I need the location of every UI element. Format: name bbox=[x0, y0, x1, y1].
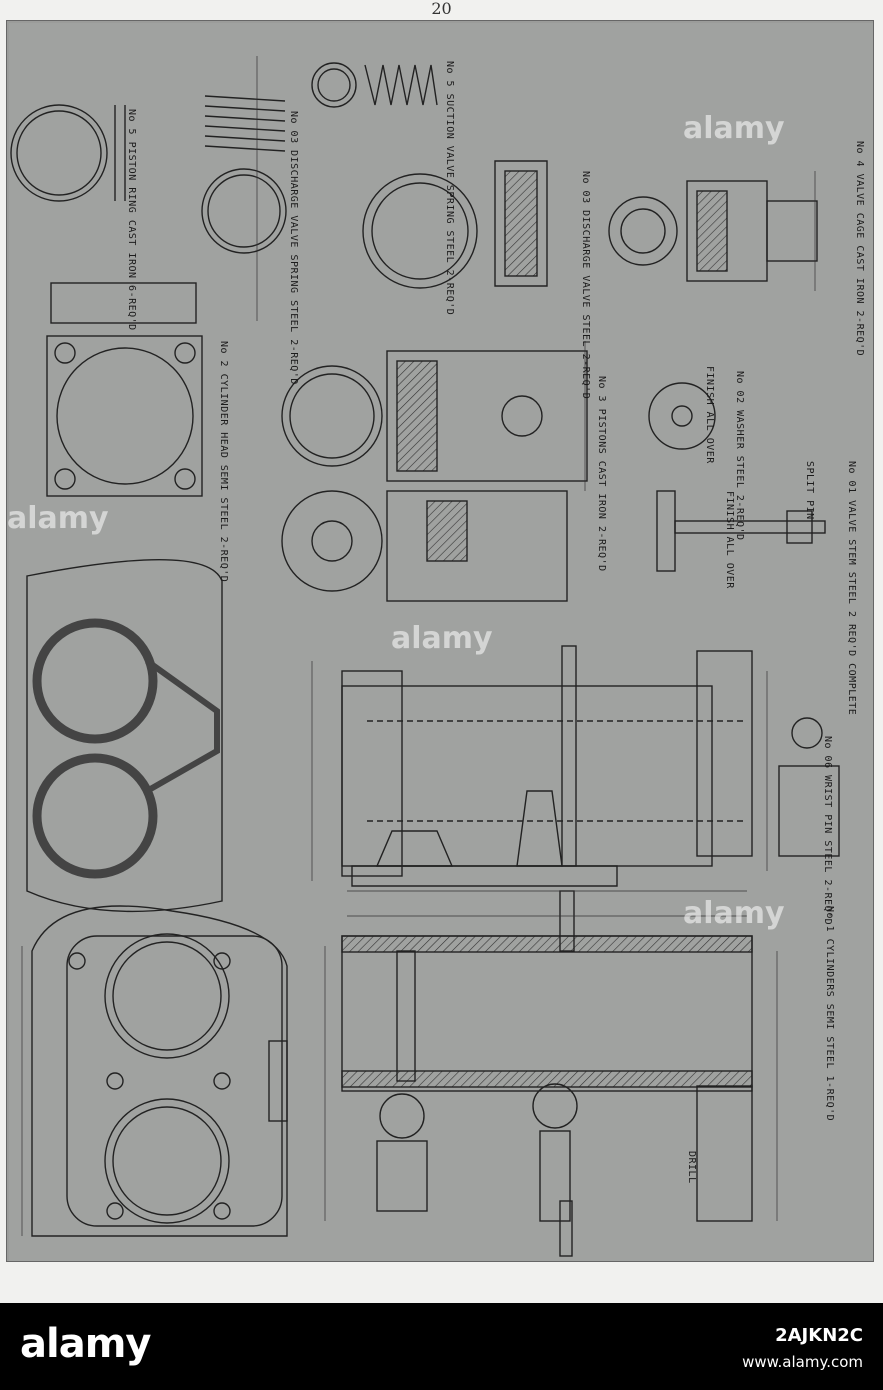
washer-drawing bbox=[648, 382, 716, 450]
piston-ring-label: No 5 PISTON RING CAST IRON 6-REQ'D bbox=[126, 109, 137, 331]
finish-all-over-label-a: FINISH ALL OVER bbox=[704, 366, 715, 464]
page-number: 20 bbox=[431, 0, 452, 18]
discharge-valve-spring-drawing bbox=[201, 95, 287, 254]
drawing-lines bbox=[7, 21, 873, 1261]
washer-label: No 02 WASHER STEEL 2-REQ'D bbox=[734, 371, 745, 541]
watermark-1: alamy bbox=[683, 111, 785, 146]
watermark-4: alamy bbox=[683, 896, 785, 931]
drill-label: DRILL bbox=[686, 1151, 697, 1184]
discharge-valve-spring-label: No 03 DISCHARGE VALVE SPRING STEEL 2-REQ… bbox=[288, 111, 299, 385]
piston-ring-drawing bbox=[10, 104, 126, 202]
frame-section-drawing bbox=[26, 558, 223, 913]
scanned-page: 20 bbox=[0, 0, 883, 1303]
valve-cage-drawing bbox=[608, 180, 818, 282]
wrist-pin-label: No 06 WRIST PIN STEEL 2-REQ'D bbox=[822, 736, 833, 926]
wrist-pin-drawing bbox=[778, 717, 840, 857]
valve-cage-label: No 4 VALVE CAGE CAST IRON 2-REQ'D bbox=[854, 141, 865, 357]
alamy-logo: alamy bbox=[20, 1321, 151, 1367]
valve-stem-drawing bbox=[656, 490, 826, 572]
finish-all-over-label-b: FINISH ALL OVER bbox=[724, 491, 735, 589]
suction-valve-spring-drawing bbox=[311, 62, 438, 108]
watermark-3: alamy bbox=[391, 621, 493, 656]
watermark-2: alamy bbox=[7, 501, 109, 536]
split-pin-label: SPLIT PIN bbox=[804, 461, 815, 520]
cylinders-plan-drawing bbox=[31, 905, 288, 1237]
valve-stem-label: No 01 VALVE STEM STEEL 2 REQ'D COMPLETE bbox=[846, 461, 857, 716]
cylinders-label: No 1 CYLINDERS SEMI STEEL 1-REQ'D bbox=[824, 906, 835, 1122]
suction-valve-spring-label: No 5 SUCTION VALVE SPRING STEEL 2-REQ'D bbox=[444, 61, 455, 316]
pistons-drawing bbox=[281, 350, 588, 602]
crankcase-elevation-drawing bbox=[341, 645, 753, 887]
cylinder-head-drawing bbox=[46, 282, 203, 497]
discharge-valve-drawing bbox=[362, 160, 548, 289]
discharge-valve-label: No 03 DISCHARGE VALVE STEEL 2-REQ'D bbox=[580, 171, 591, 400]
cylinders-section-drawing bbox=[341, 890, 753, 1257]
image-id: 2AJKN2C bbox=[775, 1325, 863, 1346]
stock-footer-bar: alamy 2AJKN2C www.alamy.com bbox=[0, 1303, 883, 1390]
cylinder-head-label: No 2 CYLINDER HEAD SEMI STEEL 2-REQ'D bbox=[218, 341, 229, 583]
footer-url: www.alamy.com bbox=[742, 1353, 863, 1371]
pistons-label: No 3 PISTONS CAST IRON 2-REQ'D bbox=[596, 376, 607, 572]
engineering-drawing-plate: No 5 PISTON RING CAST IRON 6-REQ'D No 03… bbox=[6, 20, 874, 1262]
